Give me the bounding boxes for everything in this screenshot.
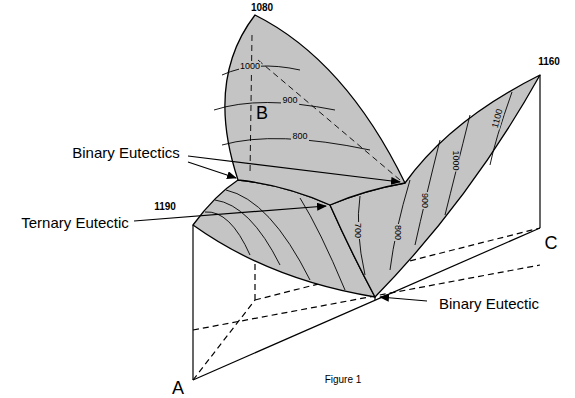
component-letter: B <box>255 104 269 122</box>
leader-arrows <box>134 156 427 301</box>
callout-text: Binary Eutectics <box>72 145 180 160</box>
isotherm-label: 800 <box>394 223 403 240</box>
isotherms <box>205 35 512 290</box>
component-letter: C <box>545 234 558 252</box>
peak-temperature: 1080 <box>251 3 273 13</box>
component-letter: A <box>172 379 184 397</box>
peak-temperature: 1190 <box>154 202 176 212</box>
callout-text: Ternary Eutectic <box>21 215 129 230</box>
figure-caption: Figure 1 <box>325 375 362 385</box>
isotherm-label: 900 <box>281 96 298 105</box>
liquidus-surfaces <box>193 15 540 297</box>
isotherm-label: 1000 <box>451 149 460 171</box>
isotherm-label: 900 <box>421 191 430 208</box>
callout-text: Binary Eutectic <box>439 296 539 311</box>
isotherm-label: 700 <box>354 221 363 238</box>
isotherm-label: 1000 <box>239 62 261 71</box>
isotherm-label: 800 <box>291 132 308 141</box>
peak-temperature: 1160 <box>538 57 560 67</box>
